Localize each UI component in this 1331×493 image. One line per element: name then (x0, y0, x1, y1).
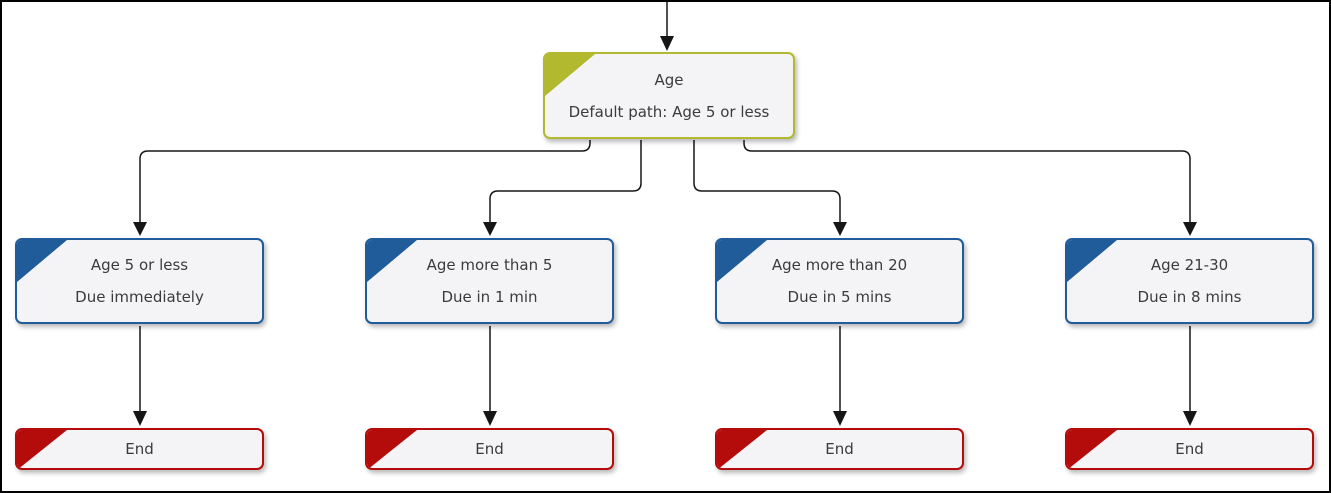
node-subtitle: Default path: Age 5 or less (568, 102, 770, 121)
corner-fold-icon (367, 430, 417, 468)
node-subtitle: Due in 5 mins (787, 288, 892, 306)
node-branch-age-21-30[interactable]: Age 21-30 Due in 8 mins (1065, 238, 1314, 324)
node-root-age[interactable]: Age Default path: Age 5 or less (543, 52, 795, 139)
corner-fold-icon (717, 240, 767, 282)
edge-branch-3-end (833, 326, 847, 426)
node-title: Age more than 5 (426, 256, 553, 274)
node-subtitle: Due immediately (75, 288, 204, 306)
node-title: Age more than 20 (771, 256, 908, 274)
corner-fold-icon (545, 54, 595, 96)
node-subtitle: Due in 1 min (441, 288, 538, 306)
corner-fold-icon (1067, 430, 1117, 468)
node-branch-age-more-than-5[interactable]: Age more than 5 Due in 1 min (365, 238, 614, 324)
corner-fold-icon (17, 430, 67, 468)
end-label: End (1175, 440, 1204, 458)
corner-fold-icon (1067, 240, 1117, 282)
end-label: End (825, 440, 854, 458)
node-title: Age 5 or less (90, 256, 189, 274)
end-label: End (125, 440, 154, 458)
edge-branch-1-end (133, 326, 147, 426)
node-end-2[interactable]: End (365, 428, 614, 470)
edge-branch-4-end (1183, 326, 1197, 426)
edge-root-branch-1 (133, 140, 591, 236)
edge-root-branch-2 (483, 140, 642, 236)
edge-root-branch-4 (743, 140, 1197, 236)
edge-incoming-root (660, 2, 674, 51)
node-subtitle: Due in 8 mins (1137, 288, 1242, 306)
node-end-4[interactable]: End (1065, 428, 1314, 470)
node-branch-age-more-than-20[interactable]: Age more than 20 Due in 5 mins (715, 238, 964, 324)
node-end-3[interactable]: End (715, 428, 964, 470)
corner-fold-icon (717, 430, 767, 468)
corner-fold-icon (367, 240, 417, 282)
edge-root-branch-3 (693, 140, 847, 236)
corner-fold-icon (17, 240, 67, 282)
node-branch-age-5-or-less[interactable]: Age 5 or less Due immediately (15, 238, 264, 324)
node-title: Age (654, 70, 684, 89)
node-title: Age 21-30 (1150, 256, 1229, 274)
node-end-1[interactable]: End (15, 428, 264, 470)
end-label: End (475, 440, 504, 458)
edge-branch-2-end (483, 326, 497, 426)
